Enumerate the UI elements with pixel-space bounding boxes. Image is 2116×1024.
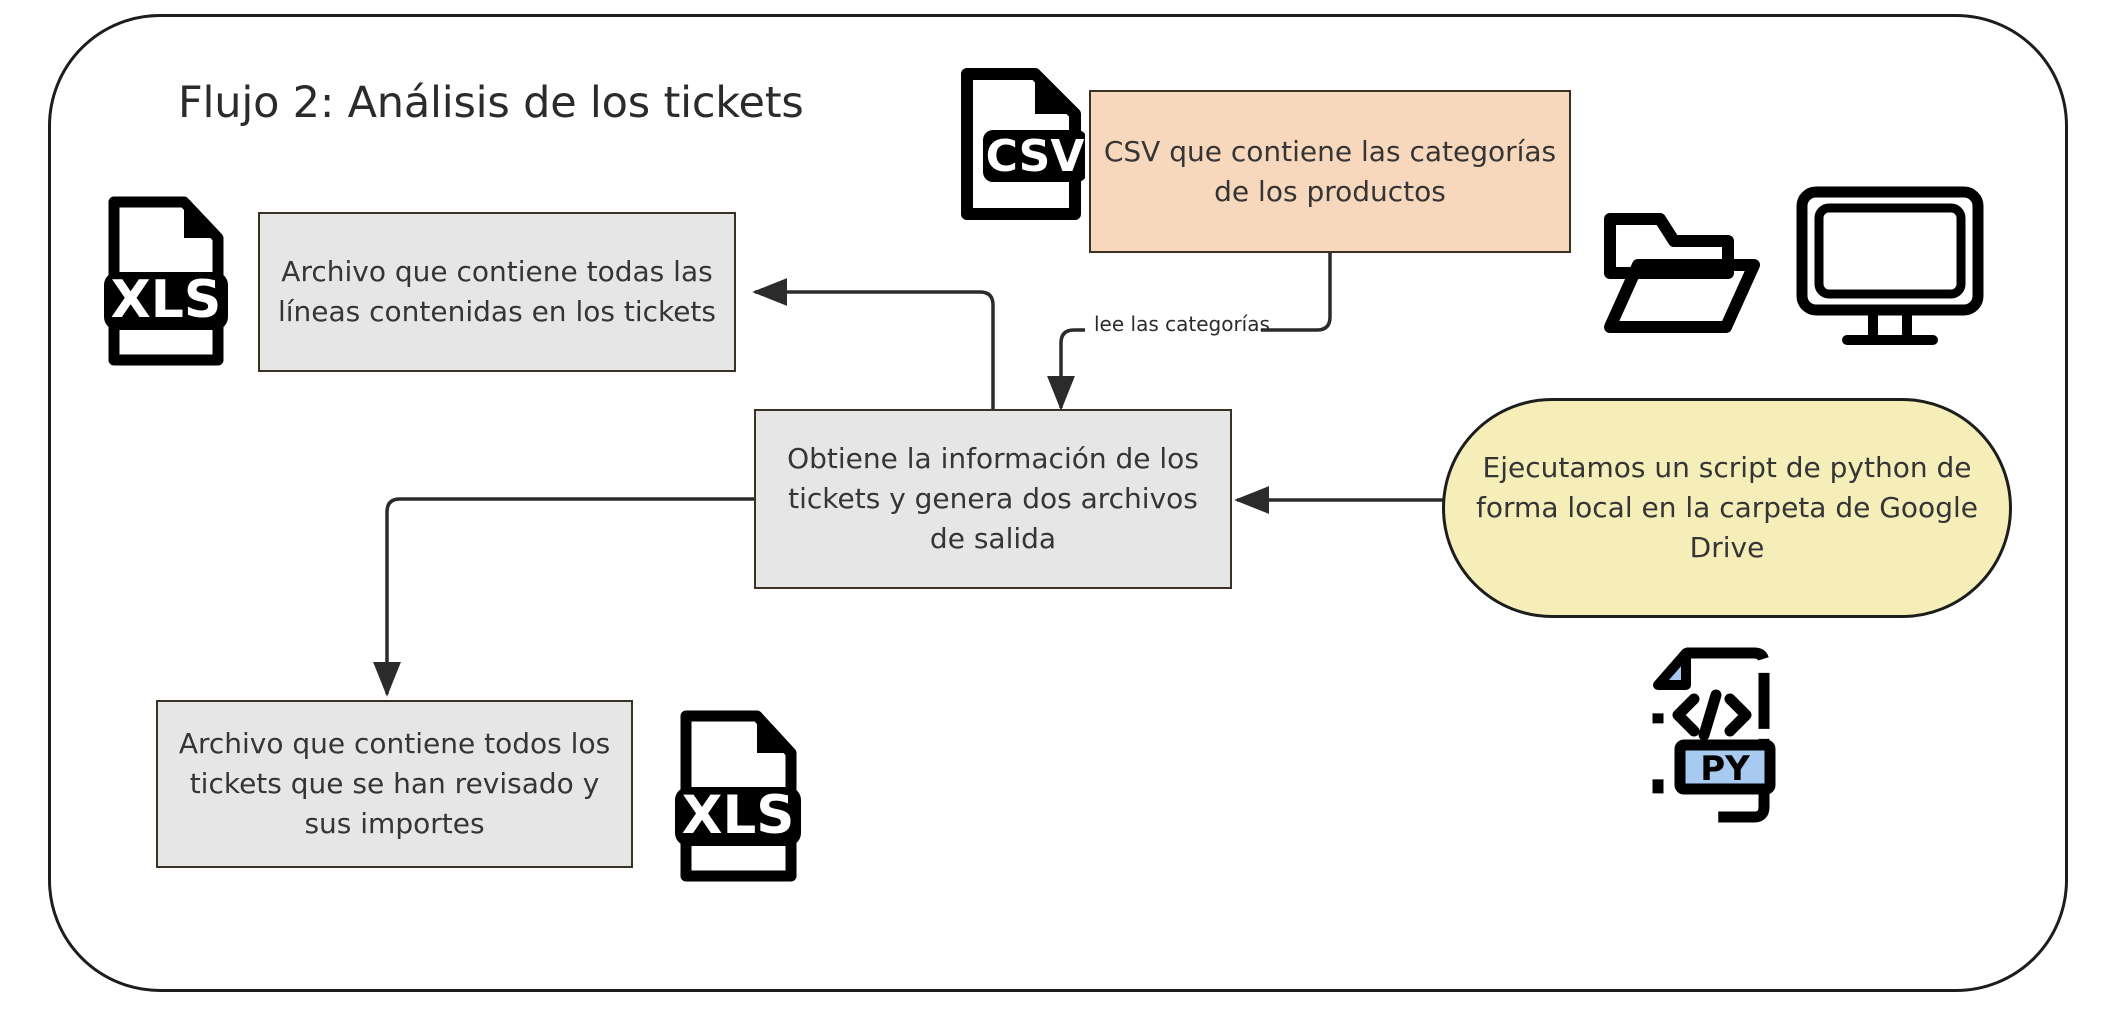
monitor-icon [1796, 186, 1984, 345]
svg-text:XLS: XLS [682, 785, 795, 846]
edge-label-lee-las-categorias: lee las categorías [1094, 312, 1270, 336]
svg-text:XLS: XLS [111, 270, 222, 330]
node-archivo-todos-tickets[interactable]: Archivo que contiene todos los tickets q… [156, 700, 633, 868]
node-obtiene-informacion-tickets[interactable]: Obtiene la información de los tickets y … [754, 409, 1232, 589]
node-csv-categorias-productos[interactable]: CSV que contiene las categorías de los p… [1089, 90, 1571, 253]
diagram-outer-frame [48, 14, 2068, 992]
node-archivo-lineas-tickets[interactable]: Archivo que contiene todas las líneas co… [258, 212, 736, 372]
svg-text:CSV: CSV [986, 131, 1085, 182]
diagram-title: Flujo 2: Análisis de los tickets [178, 78, 804, 128]
svg-text:PY: PY [1700, 749, 1750, 789]
xls-file-icon: XLS [104, 196, 228, 366]
python-file-icon: PY [1652, 647, 1776, 823]
node-ejecutamos-script-python[interactable]: Ejecutamos un script de python de forma … [1442, 398, 2012, 618]
xls-file-icon: XLS [675, 710, 801, 882]
csv-file-icon: CSV [961, 68, 1085, 220]
folder-icon [1604, 213, 1760, 333]
